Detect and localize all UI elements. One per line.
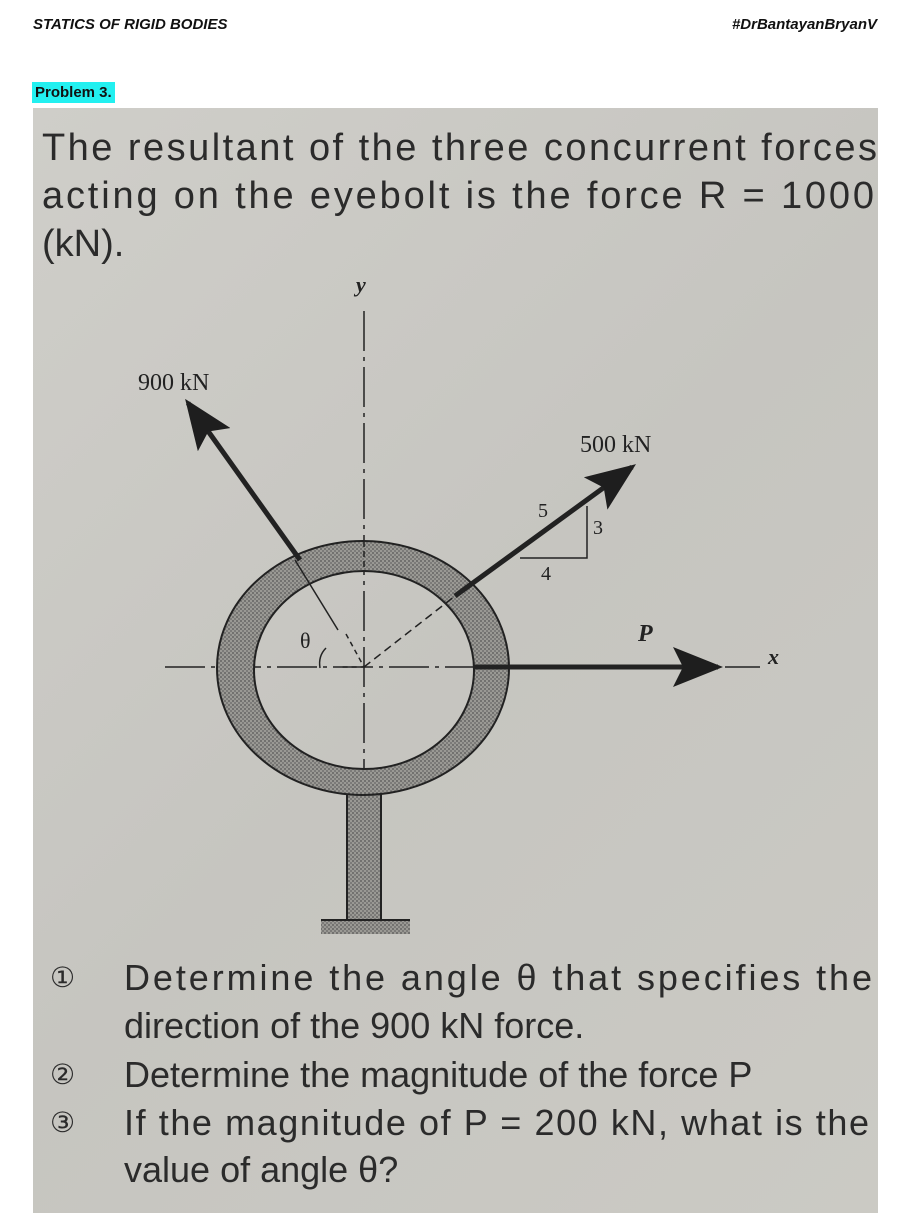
- angle-arc: [318, 647, 327, 669]
- question-3-marker: ③: [50, 1107, 75, 1138]
- question-2-line: Determine the magnitude of the force P: [124, 1054, 752, 1095]
- eyebolt-ring: [215, 540, 511, 796]
- force-900-label: 900 kN: [138, 370, 209, 396]
- question-3-line: If the magnitude of P = 200 kN, what is …: [124, 1102, 869, 1143]
- y-axis-label: y: [353, 272, 366, 297]
- angle-theta-label: θ: [300, 628, 311, 653]
- eyebolt-stem: [346, 779, 382, 923]
- problem-label: Problem 3.: [32, 82, 115, 103]
- question-1-line: direction of the 900 kN force.: [124, 1005, 584, 1046]
- document-header-title: STATICS OF RIGID BODIES: [33, 16, 228, 33]
- question-3-line: value of angle θ?: [124, 1149, 398, 1190]
- slope-triangle: [520, 506, 588, 559]
- x-axis-label: x: [767, 644, 779, 669]
- force-p-label: P: [637, 621, 653, 647]
- force-500-arrow: [453, 464, 637, 599]
- question-2-marker: ②: [50, 1059, 75, 1090]
- force-500-label: 500 kN: [580, 432, 651, 458]
- force-900-arrow: [185, 398, 303, 562]
- statement-line: The resultant of the three concurrent fo…: [42, 127, 877, 169]
- question-1-marker: ①: [50, 962, 75, 993]
- slope-run-label: 4: [541, 563, 551, 585]
- statement-line: acting on the eyebolt is the force R = 1…: [42, 175, 874, 217]
- slope-rise-label: 3: [593, 517, 603, 539]
- slope-hyp-label: 5: [538, 500, 548, 522]
- question-1-line: Determine the angle θ that specifies the: [124, 957, 872, 998]
- eyebolt-base: [321, 920, 410, 934]
- document-header-hashtag: #DrBantayanBryanV: [731, 16, 877, 33]
- statement-line: (kN).: [42, 223, 124, 265]
- problem-photo: [33, 108, 878, 1213]
